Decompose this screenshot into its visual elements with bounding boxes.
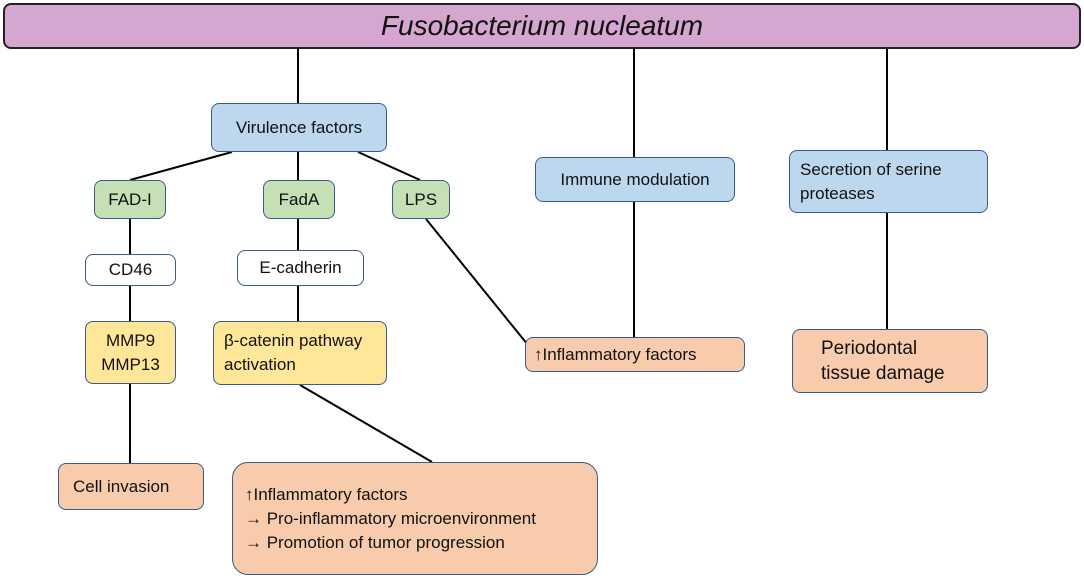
node-fada: FadA [263, 180, 335, 219]
node-beta-catenin-line-1: β-catenin pathway [224, 331, 363, 350]
node-e-cadherin-label: E-cadherin [259, 258, 342, 277]
node-cd46: CD46 [85, 254, 176, 286]
node-immune-modulation: Immune modulation [535, 157, 735, 202]
node-serine-proteases: Secretion of serine proteases [789, 150, 988, 213]
node-serine-proteases-line-2: proteases [800, 183, 875, 203]
node-inflammatory-outcomes: ↑Inflammatory factors → Pro-inflammatory… [232, 462, 598, 575]
node-e-cadherin: E-cadherin [237, 250, 364, 286]
node-fad-i-label: FAD-I [108, 189, 152, 209]
node-lps: LPS [392, 180, 450, 219]
node-virulence-factors: Virulence factors [211, 103, 387, 152]
root-title-bar: Fusobacterium nucleatum [3, 3, 1081, 49]
node-virulence-factors-label: Virulence factors [235, 117, 363, 137]
edge-virulence-fad1 [129, 151, 233, 181]
node-mmp-line-2: MMP13 [101, 354, 160, 374]
node-mmp: MMP9 MMP13 [85, 321, 176, 384]
node-fad-i: FAD-I [94, 180, 166, 219]
node-immune-modulation-label: Immune modulation [560, 169, 710, 189]
node-cell-invasion-label: Cell invasion [73, 476, 170, 496]
node-periodontal-damage-line-2: tissue damage [821, 363, 945, 384]
node-inflammatory-outcomes-line-2: → Pro-inflammatory microenvironment [245, 508, 536, 528]
node-periodontal-damage: Periodontal tissue damage [792, 329, 988, 393]
node-inflammatory-outcomes-line-3: → Promotion of tumor progression [245, 532, 505, 552]
node-mmp-line-1: MMP9 [105, 330, 156, 350]
node-beta-catenin-line-2: activation [224, 355, 296, 374]
node-serine-proteases-line-1: Secretion of serine [800, 159, 942, 179]
node-periodontal-damage-line-1: Periodontal [821, 338, 918, 359]
node-cell-invasion: Cell invasion [58, 463, 204, 510]
node-inflammatory-outcomes-line-1: ↑Inflammatory factors [245, 484, 408, 504]
edge-catenin-inflambottom [299, 384, 433, 463]
node-fada-label: FadA [278, 189, 320, 209]
node-inflammatory-factors-mid-label: ↑Inflammatory factors [534, 344, 697, 364]
edge-virulence-lps [357, 151, 421, 181]
node-beta-catenin: β-catenin pathway activation [213, 321, 387, 385]
root-title: Fusobacterium nucleatum [380, 10, 704, 41]
node-lps-label: LPS [404, 189, 438, 209]
edge-lps-inflammid [425, 218, 529, 346]
node-inflammatory-factors-mid: ↑Inflammatory factors [525, 337, 745, 372]
node-cd46-label: CD46 [108, 260, 153, 279]
